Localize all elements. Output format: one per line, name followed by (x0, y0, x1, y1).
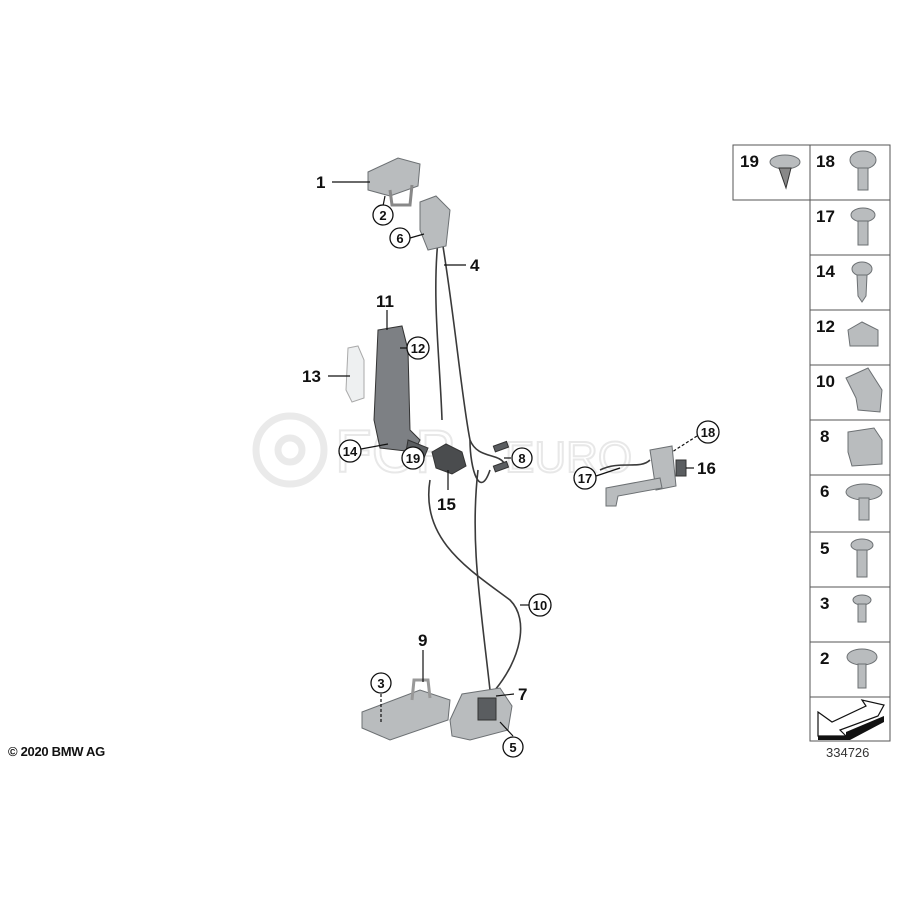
hardware-cell-10: 10 (809, 364, 891, 421)
hardware-cell-6: 6 (809, 474, 891, 533)
callout-14: 14 (338, 439, 362, 463)
part-9-striker (361, 678, 451, 741)
hardware-cell-19 (732, 144, 811, 201)
hardware-cell-5: 5 (809, 531, 891, 588)
svg-text:2: 2 (379, 208, 386, 223)
hardware-cell-8: 8 (809, 419, 891, 476)
svg-text:3: 3 (377, 676, 384, 691)
callout-19: 19 (401, 446, 425, 470)
callout-4: 4 (470, 256, 480, 275)
svg-text:17: 17 (578, 471, 592, 486)
part-13-cover (345, 345, 365, 403)
part-15-grommet (431, 443, 467, 475)
copyright-notice: © 2020 BMW AG (8, 744, 105, 759)
hardware-cell-12: 12 (809, 309, 891, 366)
callout-8: 8 (511, 447, 533, 469)
svg-text:18: 18 (816, 152, 835, 171)
callout-5: 5 (502, 736, 524, 758)
leader-lines (328, 181, 698, 737)
hardware-cell-18: 18 (809, 144, 891, 201)
svg-text:18: 18 (701, 425, 715, 440)
svg-text:19: 19 (406, 451, 420, 466)
svg-text:12: 12 (411, 341, 425, 356)
callout-15: 15 (437, 495, 456, 514)
callout-9: 9 (418, 631, 427, 650)
svg-text:6: 6 (820, 482, 829, 501)
callout-1: 1 (316, 173, 325, 192)
hardware-cell-14: 14 (809, 254, 891, 311)
svg-text:8: 8 (820, 427, 829, 446)
callout-12: 12 (406, 336, 430, 360)
svg-text:17: 17 (816, 207, 835, 226)
drawing-number: 334726 (826, 745, 870, 760)
callout-7: 7 (518, 685, 527, 704)
hardware-cell-2: 2 (809, 641, 891, 698)
part-16-door-check (605, 445, 687, 507)
svg-text:5: 5 (509, 740, 516, 755)
callout-2: 2 (372, 204, 394, 226)
callout-11: 11 (376, 292, 394, 311)
callout-13: 13 (302, 367, 321, 386)
part-8-connectors (492, 440, 510, 473)
hardware-cell-3: 3 (809, 586, 891, 643)
cables (427, 239, 651, 691)
svg-text:8: 8 (518, 451, 525, 466)
callout-18: 18 (696, 420, 720, 444)
svg-text:10: 10 (816, 372, 835, 391)
svg-text:3: 3 (820, 594, 829, 613)
part-7-door-latch (449, 687, 513, 741)
callout-6: 6 (389, 227, 411, 249)
svg-text:6: 6 (396, 231, 403, 246)
svg-text:19: 19 (740, 152, 759, 171)
svg-text:5: 5 (820, 539, 829, 558)
svg-text:2: 2 (820, 649, 829, 668)
orientation-arrow-cell (809, 696, 891, 742)
hardware-panel: 19 18 17 14 12 10 8 (732, 144, 891, 742)
svg-text:10: 10 (533, 598, 547, 613)
svg-text:14: 14 (816, 262, 835, 281)
callout-10: 10 (528, 593, 552, 617)
svg-text:14: 14 (343, 444, 358, 459)
hardware-cell-17: 17 (809, 199, 891, 256)
callout-17: 17 (573, 466, 597, 490)
callout-16: 16 (697, 459, 716, 478)
part-1-handle-bracket (367, 157, 421, 207)
callout-3: 3 (370, 672, 392, 694)
svg-text:12: 12 (816, 317, 835, 336)
part-4-release-lever (419, 195, 451, 251)
